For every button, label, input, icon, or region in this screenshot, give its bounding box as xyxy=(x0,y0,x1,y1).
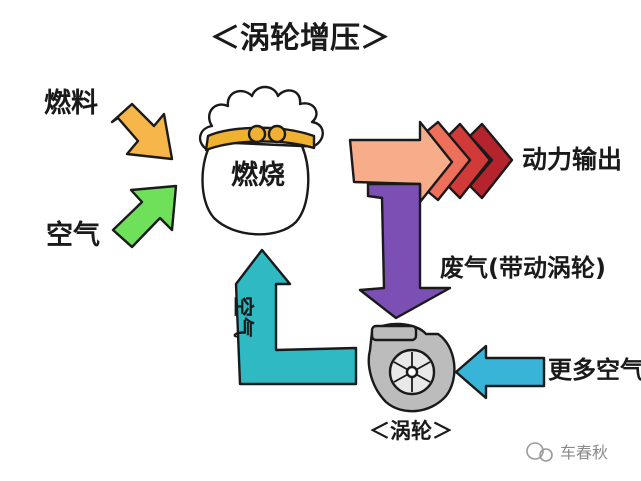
power-chevron-4 xyxy=(468,122,514,200)
diagram-title: ＜涡轮增压＞ xyxy=(210,21,390,56)
wechat-icon xyxy=(526,442,544,460)
engine-head: 燃烧 xyxy=(198,85,324,236)
fuel-arrow xyxy=(110,102,174,161)
headband-ornament-left xyxy=(247,124,267,144)
headband-ornament-right xyxy=(267,124,287,144)
engine-face xyxy=(201,140,310,236)
power-output-label: 动力输出 xyxy=(522,145,622,174)
watermark: 车春秋 xyxy=(526,442,608,462)
exhaust-arrow xyxy=(358,182,452,320)
wechat-icon-bubble xyxy=(539,448,553,462)
fuel-label: 燃料 xyxy=(44,88,98,119)
turbo-unit: ＜涡轮＞ xyxy=(367,322,456,443)
fresh-air-label: 更多空气 xyxy=(548,356,641,384)
watermark-text: 车春秋 xyxy=(560,443,608,462)
turbo-inlet xyxy=(370,324,418,342)
exhaust-label: 废气(带动涡轮) xyxy=(440,254,606,282)
air-arrow xyxy=(111,184,178,249)
air-label: 空气 xyxy=(46,219,100,251)
power-output-arrow xyxy=(348,120,514,204)
engine-label: 燃烧 xyxy=(231,160,285,191)
turbo-hub xyxy=(405,365,419,379)
return-air-arrow xyxy=(234,248,358,386)
power-chevron-1 xyxy=(348,120,454,204)
fresh-air-arrow xyxy=(454,344,546,400)
return-air-label: 空气 xyxy=(231,296,255,338)
turbo-label: ＜涡轮＞ xyxy=(369,419,453,443)
